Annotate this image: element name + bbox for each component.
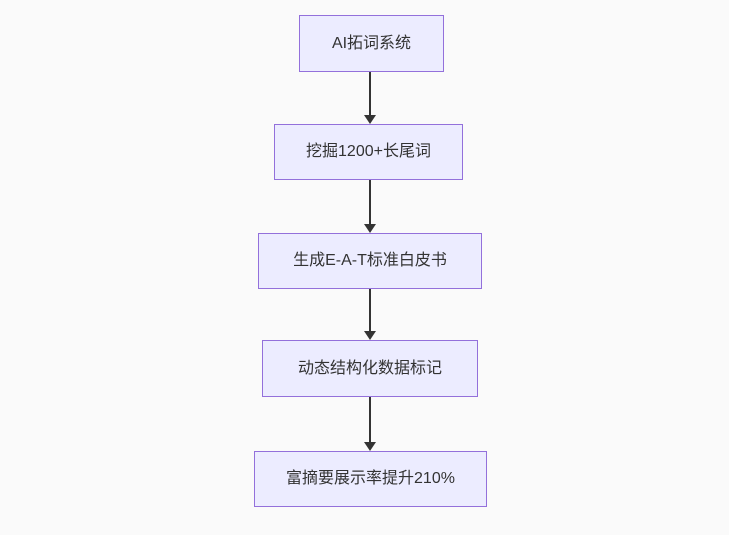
arrow-down-icon <box>364 115 376 124</box>
flow-node-longtail-mining: 挖掘1200+长尾词 <box>274 124 463 180</box>
arrow-down-icon <box>364 224 376 233</box>
arrow-line <box>369 397 371 442</box>
arrow-line <box>369 180 371 224</box>
arrow-line <box>369 289 371 331</box>
arrow-down-icon <box>364 442 376 451</box>
flow-edge-1 <box>363 72 377 124</box>
arrow-line <box>369 72 371 115</box>
node-label: 生成E-A-T标准白皮书 <box>293 252 447 270</box>
node-label: 挖掘1200+长尾词 <box>306 143 431 161</box>
node-label: 动态结构化数据标记 <box>297 359 442 377</box>
flow-node-rich-snippet-result: 富摘要展示率提升210% <box>254 451 487 507</box>
node-label: 富摘要展示率提升210% <box>286 470 455 488</box>
flow-edge-4 <box>363 397 377 451</box>
flow-node-eat-whitepaper: 生成E-A-T标准白皮书 <box>258 233 482 289</box>
node-label: AI拓词系统 <box>331 34 412 52</box>
flow-node-ai-keyword-system: AI拓词系统 <box>299 15 444 72</box>
arrow-down-icon <box>364 331 376 340</box>
flow-edge-2 <box>363 180 377 233</box>
flow-edge-3 <box>363 289 377 340</box>
flow-node-structured-data-markup: 动态结构化数据标记 <box>262 340 478 397</box>
